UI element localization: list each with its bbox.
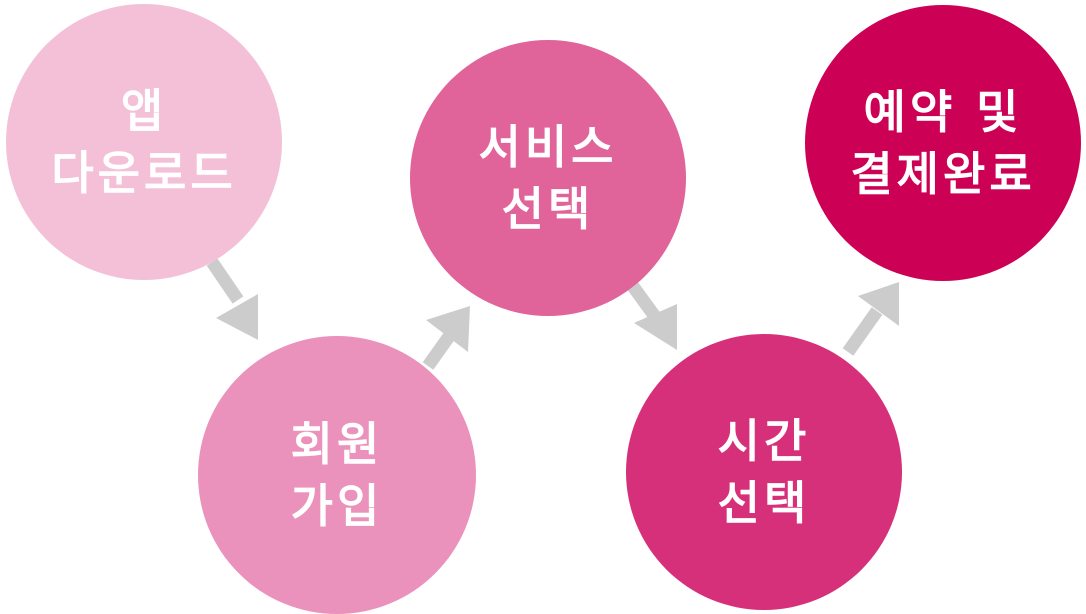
step-2-line-2: 가입 — [290, 479, 384, 533]
step-4-line-1: 시간 — [717, 414, 811, 468]
step-3-line-2: 선택 — [501, 182, 595, 236]
step-4-line-2: 선택 — [717, 476, 811, 530]
arrow-4-shaft — [842, 307, 883, 356]
step-2-label: 회원 가입 — [291, 413, 384, 537]
step-3-label: 서비스 선택 — [479, 116, 618, 240]
step-booking-payment-complete: 예약 및 결제완료 — [805, 5, 1081, 281]
step-sign-up: 회원 가입 — [198, 336, 476, 614]
step-1-line-1: 앱 — [120, 84, 168, 138]
arrow-2-head — [426, 306, 470, 352]
arrow-4-head — [858, 282, 899, 326]
step-5-line-1: 예약 및 — [863, 85, 1023, 139]
step-3-line-1: 서비스 — [478, 120, 618, 174]
step-2-line-1: 회원 — [290, 417, 384, 471]
step-4-label: 시간 선택 — [718, 410, 811, 534]
step-select-time: 시간 선택 — [626, 334, 902, 610]
step-5-label: 예약 및 결제완료 — [850, 81, 1035, 205]
step-1-label: 앱 다운로드 — [51, 80, 236, 204]
arrow-3-shaft — [626, 281, 662, 322]
arrow-heads — [216, 282, 899, 352]
step-5-line-2: 결제완료 — [850, 147, 1036, 201]
step-app-download: 앱 다운로드 — [6, 4, 282, 280]
arrow-3-head — [634, 304, 677, 350]
step-select-service: 서비스 선택 — [410, 40, 686, 316]
arrow-1-shaft — [206, 258, 244, 304]
step-1-line-2: 다운로드 — [51, 146, 237, 200]
arrow-1-head — [216, 294, 258, 340]
connector-lines — [206, 258, 883, 370]
arrow-2-shaft — [422, 331, 456, 370]
